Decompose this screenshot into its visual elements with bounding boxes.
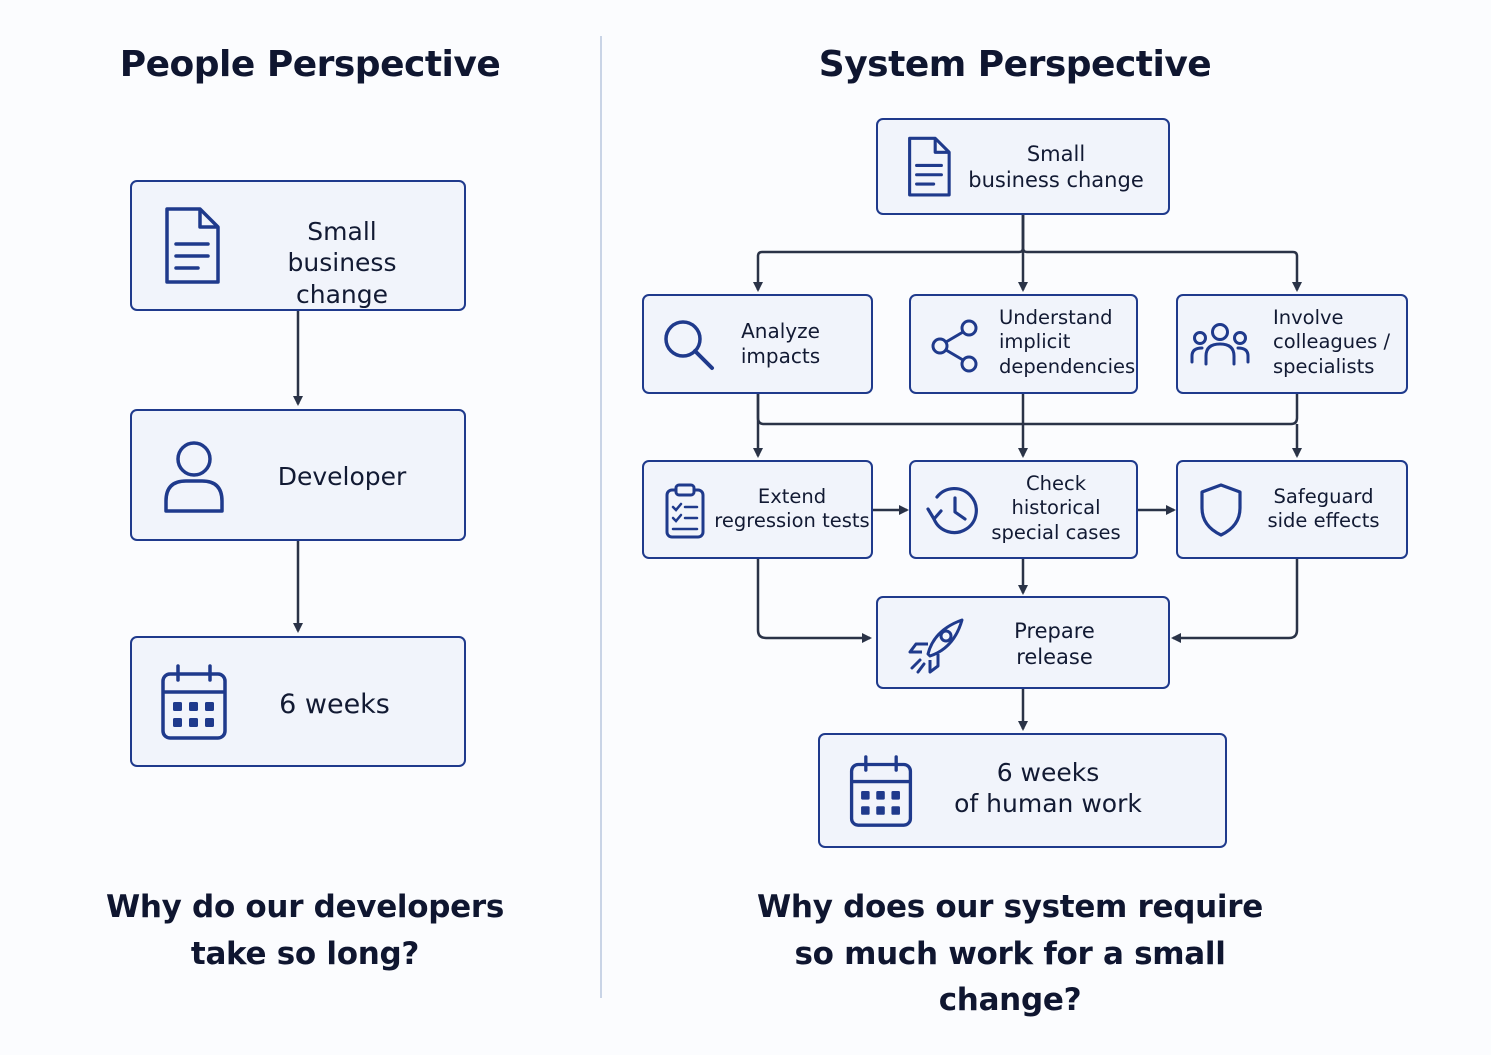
person-icon xyxy=(164,441,224,513)
prepare-box: Prepare release xyxy=(876,596,1170,689)
document-icon xyxy=(908,136,951,197)
extend-label: Extend regression tests xyxy=(714,485,870,533)
rocket-icon xyxy=(908,618,964,674)
analyze-label: Analyze impacts xyxy=(740,319,821,368)
column-divider xyxy=(600,36,602,998)
calendar-icon xyxy=(161,664,227,740)
prepare-label: Prepare release xyxy=(1014,619,1095,670)
left-question: Why do our developers take so long? xyxy=(105,889,505,972)
involve-box: Involve colleagues / specialists xyxy=(1176,294,1408,394)
analyze-box: Analyze impacts xyxy=(642,294,873,394)
checklist-clipboard-icon xyxy=(665,483,705,539)
check-box: Check historical special cases xyxy=(909,460,1138,559)
left-developer-label: Developer xyxy=(277,462,407,491)
extend-box: Extend regression tests xyxy=(642,460,873,559)
left-change-label: Small business change xyxy=(287,217,397,309)
history-clock-icon xyxy=(926,486,978,535)
left-duration-label: 6 weeks xyxy=(279,689,390,720)
understand-label: Understand implicit dependencies xyxy=(999,306,1136,378)
right-title: System Perspective xyxy=(818,44,1212,85)
right-change-box: Small business change xyxy=(876,118,1170,215)
right-duration-label: 6 weeks of human work xyxy=(954,758,1142,819)
group-icon xyxy=(1190,323,1250,366)
check-label: Check historical special cases xyxy=(991,472,1121,544)
safeguard-box: Safeguard side effects xyxy=(1176,460,1408,559)
right-question: Why does our system require so much work… xyxy=(757,889,1263,1018)
shield-icon xyxy=(1200,483,1242,537)
document-icon xyxy=(165,207,220,284)
safeguard-label: Safeguard side effects xyxy=(1267,485,1380,533)
left-developer-box: Developer xyxy=(130,409,466,541)
left-change-box: Small business change xyxy=(130,180,466,311)
calendar-icon xyxy=(849,755,913,827)
left-duration-box: 6 weeks xyxy=(130,636,466,767)
understand-box: Understand implicit dependencies xyxy=(909,294,1138,394)
right-change-label: Small business change xyxy=(968,142,1144,193)
involve-label: Involve colleagues / specialists xyxy=(1273,306,1391,378)
right-duration-box: 6 weeks of human work xyxy=(818,733,1227,848)
left-title: People Perspective xyxy=(119,44,501,85)
magnifier-icon xyxy=(664,320,714,370)
share-nodes-icon xyxy=(931,319,978,373)
